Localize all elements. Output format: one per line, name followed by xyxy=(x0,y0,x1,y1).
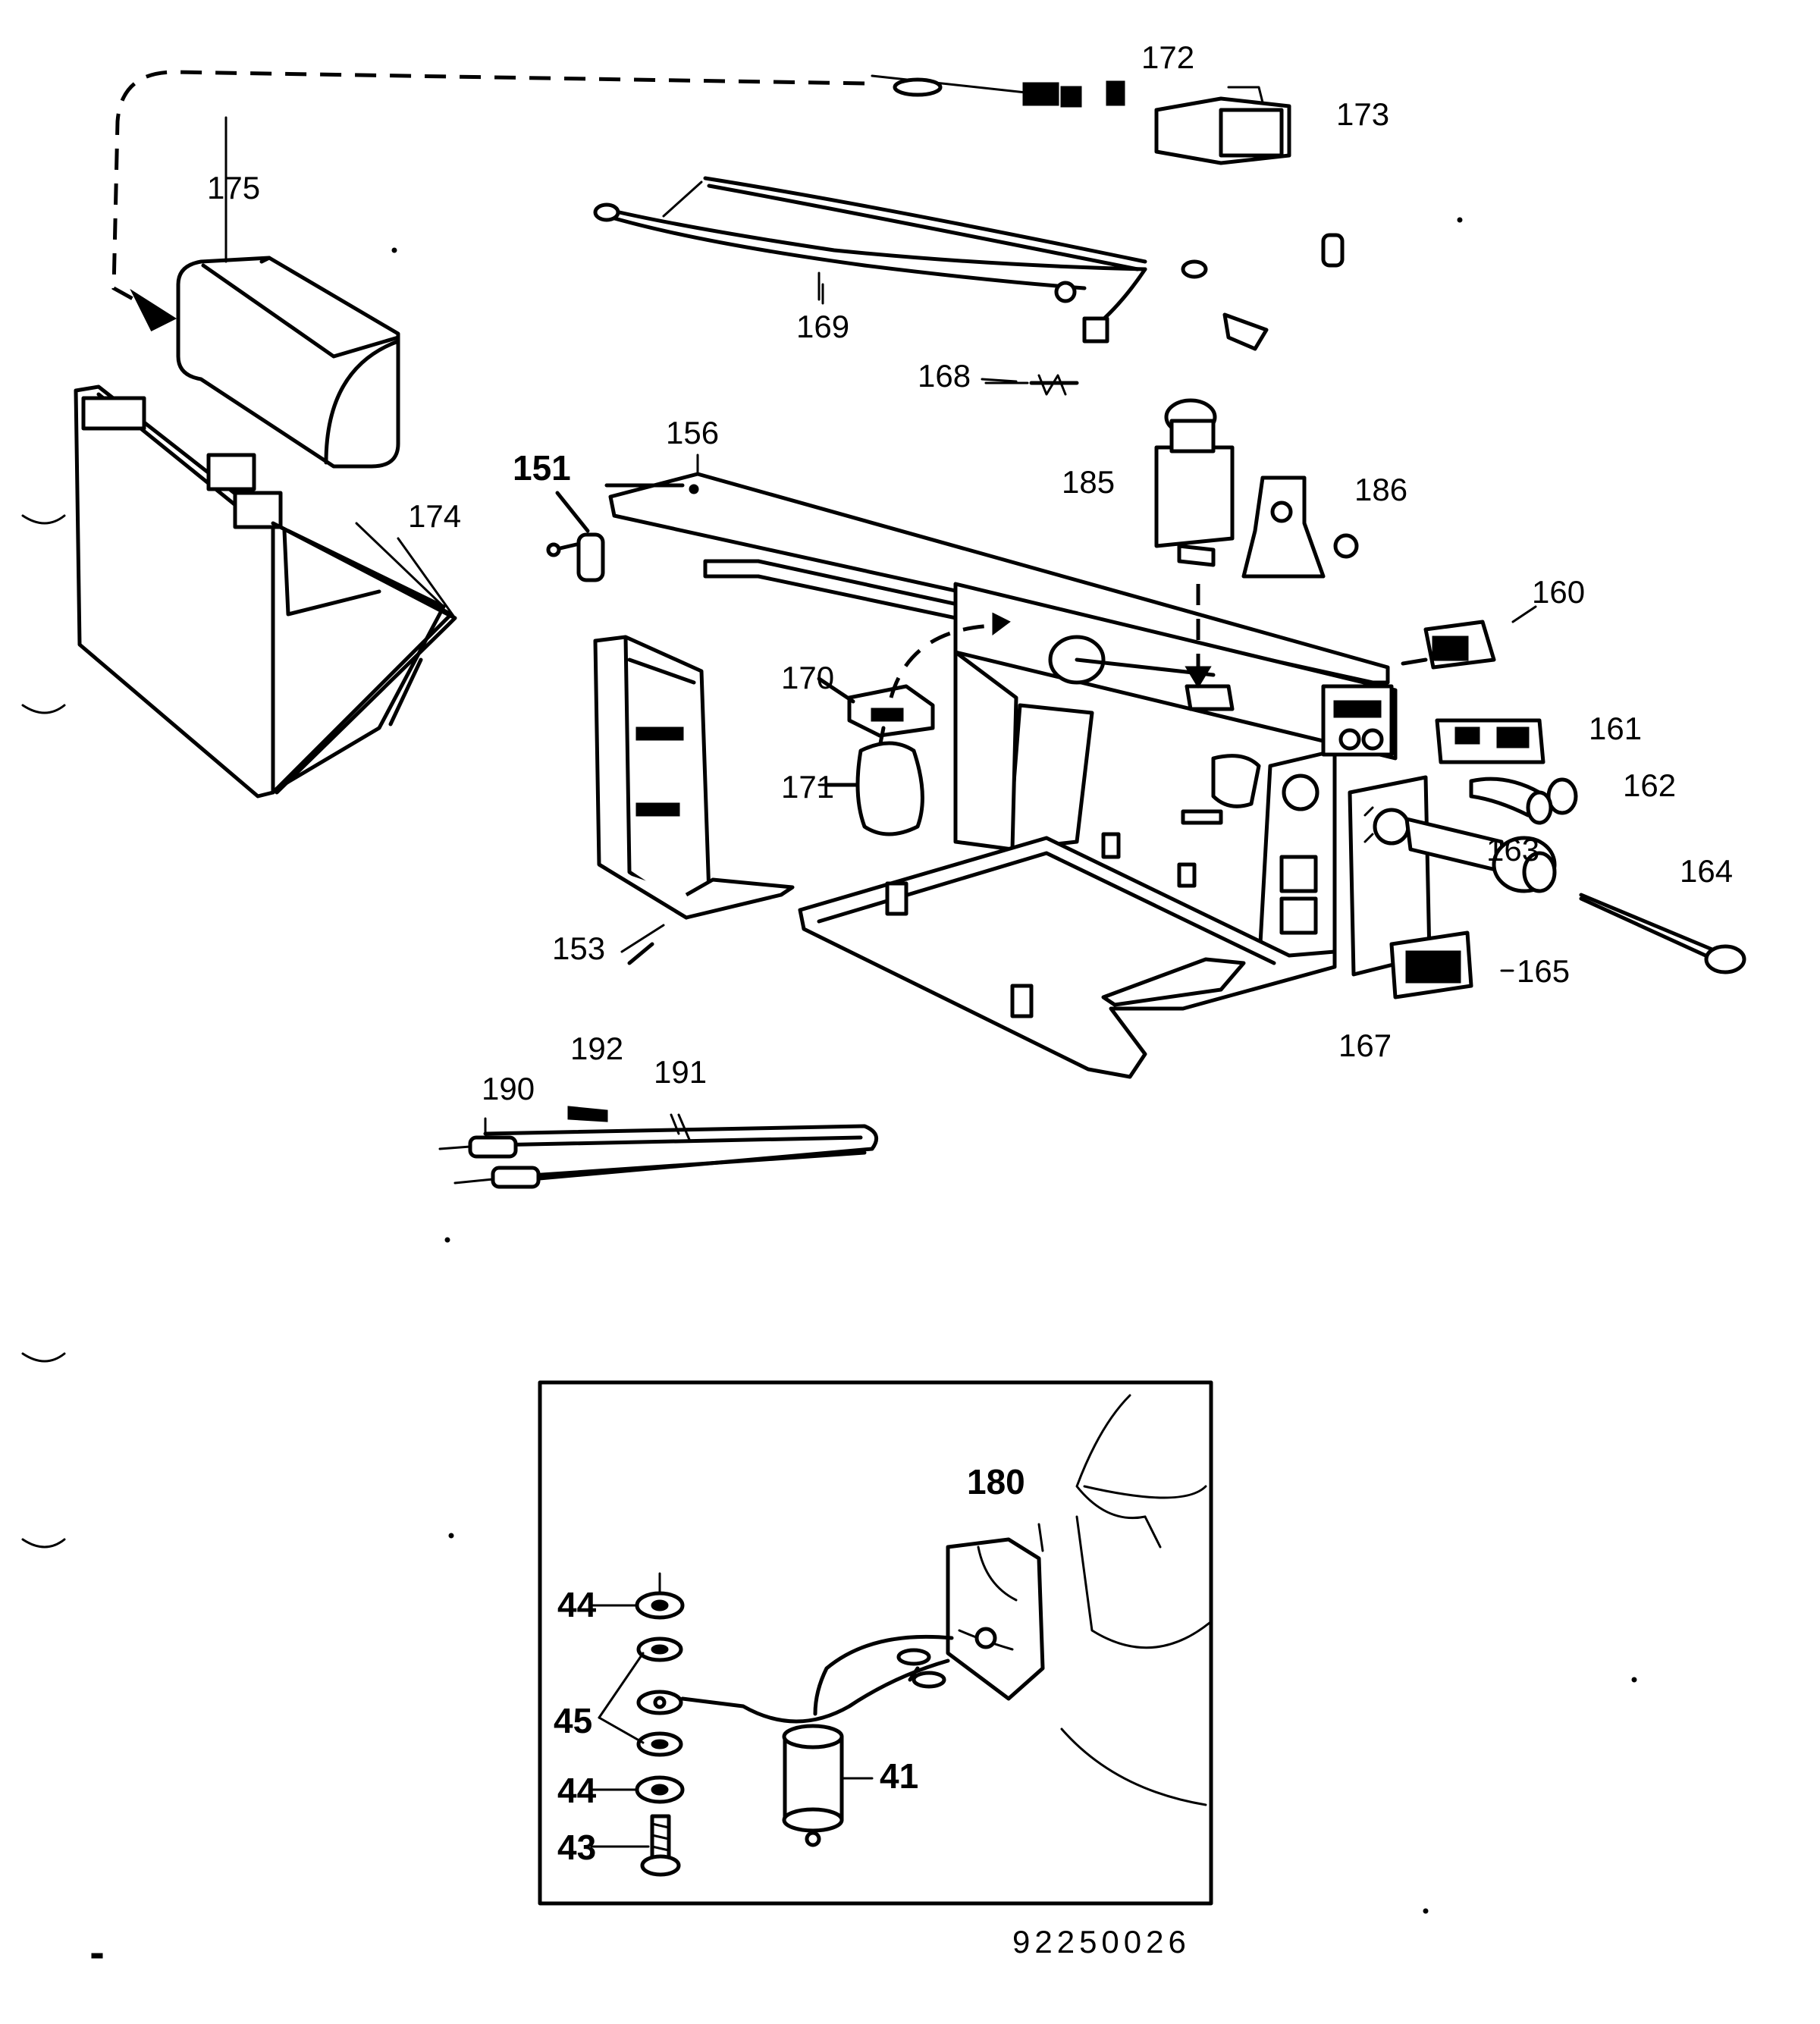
label-43: 43 xyxy=(557,1828,596,1867)
part-190-191-192 xyxy=(438,1106,879,1189)
label-165: 165 xyxy=(1517,953,1570,989)
inset-box xyxy=(538,1380,1213,1906)
label-174: 174 xyxy=(408,498,461,534)
label-151: 151 xyxy=(513,448,571,488)
part-labels: 172 173 175 169 168 174 156 151 185 186 … xyxy=(207,39,1733,1106)
part-151 xyxy=(546,491,605,582)
part-164 xyxy=(1579,893,1746,974)
drawing-number: 92250026 xyxy=(1012,1924,1191,1960)
label-156: 156 xyxy=(666,415,719,450)
part-153-bracket xyxy=(593,635,795,965)
part-185-186 xyxy=(1154,398,1359,689)
base-tray xyxy=(798,832,1337,1079)
part-163 xyxy=(1404,817,1557,893)
part-165 xyxy=(1389,930,1514,999)
clip-part xyxy=(1222,233,1345,351)
label-41: 41 xyxy=(880,1756,918,1796)
label-173: 173 xyxy=(1336,96,1389,132)
label-170: 170 xyxy=(781,660,834,695)
leader-lines xyxy=(355,271,1018,1135)
part-175-box xyxy=(176,116,400,469)
part-168 xyxy=(984,374,1079,396)
label-172: 172 xyxy=(1141,39,1194,75)
label-44-lower: 44 xyxy=(557,1771,597,1810)
chassis-body xyxy=(953,582,1398,973)
label-164: 164 xyxy=(1680,853,1733,889)
binding-marks xyxy=(21,514,66,1549)
part-161-162 xyxy=(1435,718,1578,825)
label-180: 180 xyxy=(967,1462,1025,1502)
label-153: 153 xyxy=(552,930,605,966)
label-162: 162 xyxy=(1623,767,1676,803)
label-186: 186 xyxy=(1354,472,1407,507)
label-169: 169 xyxy=(796,309,849,344)
label-44-upper: 44 xyxy=(557,1585,597,1624)
part-172 xyxy=(871,74,1125,108)
label-175: 175 xyxy=(207,170,260,206)
label-171: 171 xyxy=(781,769,834,805)
label-163: 163 xyxy=(1486,832,1539,868)
inset-labels: 180 44 45 44 43 41 xyxy=(554,1462,1025,1867)
part-174-panel xyxy=(74,384,457,799)
label-167: 167 xyxy=(1338,1028,1392,1063)
label-192: 192 xyxy=(570,1031,623,1066)
label-161: 161 xyxy=(1589,711,1642,746)
part-160 xyxy=(1401,605,1537,670)
specks xyxy=(91,217,1637,1959)
label-185: 185 xyxy=(1062,464,1115,500)
label-160: 160 xyxy=(1532,574,1585,610)
label-45: 45 xyxy=(554,1701,592,1740)
part-170-171 xyxy=(817,612,1011,836)
part-169-harness xyxy=(593,176,1208,344)
routing-arrow xyxy=(111,70,865,332)
label-190: 190 xyxy=(482,1071,535,1106)
label-191: 191 xyxy=(654,1054,707,1090)
part-173 xyxy=(1154,86,1291,165)
label-168: 168 xyxy=(918,358,971,394)
